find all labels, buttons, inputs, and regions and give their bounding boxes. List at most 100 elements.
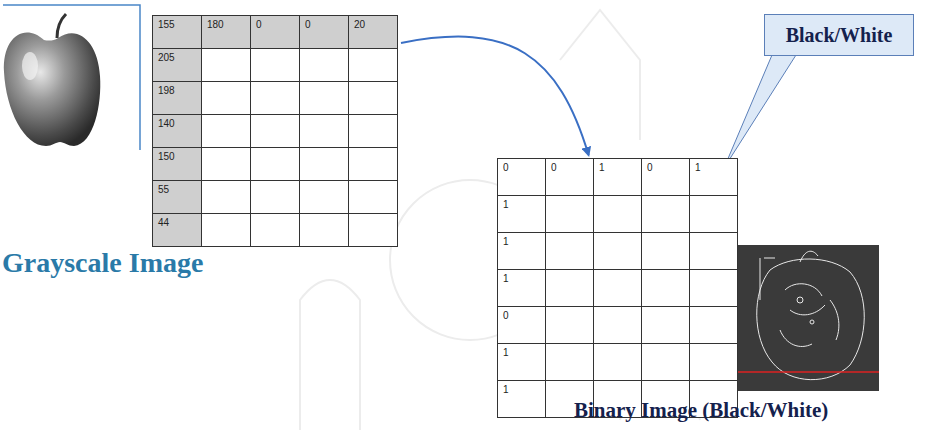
cell-value: 1: [690, 159, 737, 174]
cell-value: 1: [498, 344, 545, 359]
callout-tail: [724, 55, 796, 168]
image-label: Grayscale Image: [2, 247, 203, 279]
table-cell: 1: [593, 158, 642, 196]
cell-value: 55: [153, 181, 201, 196]
cell-value: 44: [153, 214, 201, 229]
table-cell: 0: [641, 158, 690, 196]
binary-thumbnail: [737, 245, 879, 391]
table-cell: [201, 81, 251, 115]
table-cell: 0: [299, 15, 349, 49]
table-cell: [641, 343, 690, 381]
table-cell: [348, 81, 398, 115]
table-cell: [689, 195, 738, 233]
table-cell: 1: [497, 343, 546, 381]
table-cell: [201, 114, 251, 148]
table-cell: [545, 306, 594, 344]
table-cell: [593, 306, 642, 344]
table-cell: [201, 213, 251, 247]
photo-frame: [3, 5, 140, 150]
table-cell: [299, 81, 349, 115]
cell-value: 155: [153, 16, 201, 31]
table-cell: 0: [545, 158, 594, 196]
table-cell: [348, 147, 398, 181]
table-cell: [689, 269, 738, 307]
table-cell: [641, 232, 690, 270]
table-cell: 20: [348, 15, 398, 49]
watermark: [190, 10, 700, 430]
table-cell: 0: [497, 306, 546, 344]
table-cell: [545, 195, 594, 233]
apple-photo: [4, 14, 100, 146]
table-cell: 180: [201, 15, 251, 49]
table-cell: [201, 147, 251, 181]
table-cell: [201, 48, 251, 82]
table-cell: [299, 180, 349, 214]
table-cell: [348, 180, 398, 214]
table-cell: [299, 147, 349, 181]
cell-value: 198: [153, 82, 201, 97]
cell-value: 0: [251, 16, 299, 31]
cell-value: 1: [498, 233, 545, 248]
table-cell: 198: [152, 81, 202, 115]
table-cell: [250, 213, 300, 247]
callout-box: Black/White: [764, 14, 914, 56]
table-cell: [641, 195, 690, 233]
table-cell: [201, 180, 251, 214]
table-cell: [348, 114, 398, 148]
cell-value: 150: [153, 148, 201, 163]
table-cell: 44: [152, 213, 202, 247]
cell-value: 1: [594, 159, 641, 174]
table-cell: [250, 81, 300, 115]
table-cell: [299, 213, 349, 247]
callout-text: Black/White: [774, 24, 905, 47]
table-cell: 155: [152, 15, 202, 49]
table-cell: 1: [497, 195, 546, 233]
cell-value: 0: [498, 307, 545, 322]
table-cell: [299, 48, 349, 82]
table-cell: [593, 195, 642, 233]
table-cell: [689, 343, 738, 381]
table-cell: [641, 269, 690, 307]
table-cell: [545, 343, 594, 381]
cell-value: 0: [498, 159, 545, 174]
table-cell: [641, 306, 690, 344]
cell-value: 0: [300, 16, 348, 31]
cell-value: 140: [153, 115, 201, 130]
table-cell: [250, 180, 300, 214]
table-cell: [593, 343, 642, 381]
cell-value: 0: [546, 159, 593, 174]
table-cell: [689, 306, 738, 344]
table-cell: 205: [152, 48, 202, 82]
table-cell: [689, 232, 738, 270]
table-cell: [348, 213, 398, 247]
table-cell: 55: [152, 180, 202, 214]
table-cell: [348, 48, 398, 82]
image-label: Binary Image (Black/White): [574, 398, 828, 423]
table-cell: [545, 269, 594, 307]
binary-grid: 00101111011: [497, 158, 738, 418]
table-cell: 1: [689, 158, 738, 196]
table-cell: [593, 269, 642, 307]
cell-value: 1: [498, 270, 545, 285]
table-cell: [250, 147, 300, 181]
table-cell: 1: [497, 232, 546, 270]
cell-value: 1: [498, 196, 545, 211]
grayscale-grid: 15518000202051981401505544: [152, 15, 398, 247]
table-cell: 1: [497, 380, 546, 418]
cell-value: 0: [642, 159, 689, 174]
curved-arrow: [401, 37, 589, 155]
cell-value: 20: [349, 16, 397, 31]
table-cell: 0: [250, 15, 300, 49]
table-cell: 0: [497, 158, 546, 196]
table-cell: [250, 114, 300, 148]
table-cell: [593, 232, 642, 270]
cell-value: 1: [498, 381, 545, 396]
table-cell: 150: [152, 147, 202, 181]
table-cell: [250, 48, 300, 82]
table-cell: 1: [497, 269, 546, 307]
cell-value: 205: [153, 49, 201, 64]
table-cell: [545, 232, 594, 270]
table-cell: 140: [152, 114, 202, 148]
